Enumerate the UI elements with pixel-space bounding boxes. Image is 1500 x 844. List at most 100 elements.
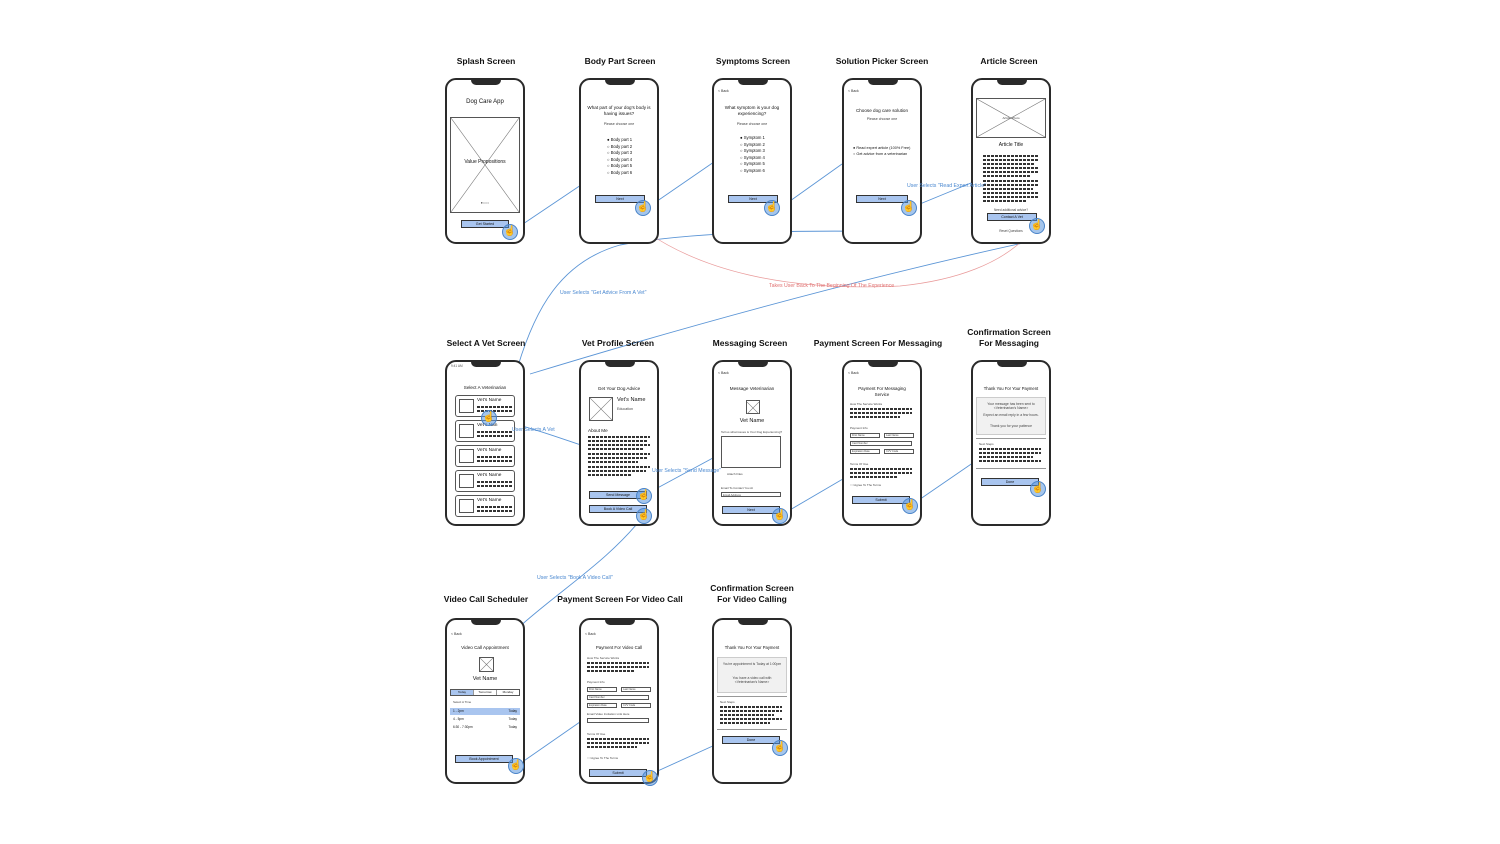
expiration-field[interactable]: Expiration Date bbox=[587, 703, 617, 708]
next-button[interactable]: Next bbox=[728, 195, 778, 203]
submit-button[interactable]: Submit bbox=[852, 496, 910, 504]
last-name-field[interactable]: Last Name bbox=[884, 433, 914, 438]
body-part-option[interactable]: ○ Body part 6 bbox=[607, 169, 633, 175]
field-placeholder: Card Number bbox=[589, 696, 605, 699]
status-time: 9:41 AM bbox=[451, 364, 463, 368]
phone-notch bbox=[738, 362, 768, 367]
terms-label: Terms Of Use bbox=[850, 462, 869, 466]
solution-option[interactable]: ○ Get advice from a veterinarian bbox=[853, 151, 908, 156]
card-number-field[interactable]: Card Number bbox=[587, 695, 649, 700]
card-number-field[interactable]: Card Number bbox=[850, 441, 912, 446]
payment-info-label: Payment Info bbox=[850, 426, 868, 430]
vet-card[interactable]: Vet's Name bbox=[455, 495, 515, 517]
video-vet-name: Vet Name bbox=[472, 676, 498, 682]
issue-textarea[interactable] bbox=[721, 436, 781, 468]
cvv-field[interactable]: CVV Code bbox=[884, 449, 914, 454]
attach-files-link[interactable]: Attach Files bbox=[727, 472, 743, 476]
body-part-options: ● Body part 1 ○ Body part 2 ○ Body part … bbox=[607, 137, 632, 176]
phone-video-scheduler: < Back Video Call Appointment Vet Name T… bbox=[445, 618, 525, 784]
connector-article-selectvet bbox=[529, 242, 1024, 375]
phone-select-vet: 9:41 AM Select A Veterinarian Vet's Name… bbox=[445, 360, 525, 526]
time-slot[interactable]: 4 - 5pm Today bbox=[450, 716, 520, 723]
value-props-label: Value Propositions bbox=[464, 159, 506, 165]
phone-solution: < Back Choose dog care solution Please c… bbox=[842, 78, 922, 244]
text-line bbox=[983, 167, 1039, 169]
option-label: Symptom 1 bbox=[743, 135, 765, 140]
symptom-option[interactable]: ● Symptom 1 bbox=[740, 135, 765, 140]
agree-checkbox[interactable]: ○ I Agree To The Terms bbox=[587, 756, 619, 760]
option-label: Get advice from a veterinarian bbox=[856, 151, 908, 156]
vet-card[interactable]: Vet's Name bbox=[455, 445, 515, 467]
time-slot[interactable]: 6:30 - 7:30pm Today bbox=[450, 724, 520, 731]
book-appointment-button[interactable]: Book Appointment bbox=[455, 755, 513, 763]
text-line bbox=[588, 448, 644, 450]
symptom-option[interactable]: ○ Symptom 3 bbox=[740, 148, 765, 153]
confirm-msg-2: You have a video call with <Veterinarian… bbox=[732, 676, 772, 685]
next-button[interactable]: Next bbox=[856, 195, 908, 203]
symptom-option[interactable]: ○ Symptom 4 bbox=[740, 154, 765, 160]
symptom-option[interactable]: ○ Symptom 6 bbox=[740, 167, 765, 173]
back-link[interactable]: < Back bbox=[718, 371, 729, 375]
symptom-option[interactable]: ○ Symptom 2 bbox=[740, 141, 765, 147]
title-body-part: Body Part Screen bbox=[584, 56, 656, 66]
how-it-works: How The Service Works bbox=[587, 656, 620, 660]
email-field[interactable] bbox=[587, 718, 649, 723]
body-part-option[interactable]: ○ Body part 2 bbox=[607, 143, 633, 149]
phone-splash: Dog Care App Value Propositions ●○○○ Get… bbox=[445, 78, 525, 244]
tap-hand-icon: ☝ bbox=[481, 410, 497, 426]
placeholder-cross-icon bbox=[976, 98, 1046, 138]
text-line bbox=[588, 453, 650, 455]
field-placeholder: CVV Code bbox=[886, 450, 899, 453]
body-part-option[interactable]: ○ Body part 5 bbox=[607, 163, 633, 168]
next-button[interactable]: Next bbox=[722, 506, 780, 514]
email-field[interactable]: Email Address bbox=[721, 492, 781, 497]
done-button[interactable]: Done bbox=[722, 736, 780, 744]
expiration-field[interactable]: Expiration Date bbox=[850, 449, 880, 454]
first-name-field[interactable]: First Name bbox=[587, 687, 617, 692]
vet-photo bbox=[459, 399, 474, 413]
submit-button[interactable]: Submit bbox=[589, 769, 647, 777]
body-part-option[interactable]: ● Body part 1 bbox=[607, 137, 633, 142]
contact-vet-button[interactable]: Contact A Vet bbox=[987, 213, 1037, 221]
text-line bbox=[477, 431, 513, 433]
tab-tomorrow[interactable]: Tomorrow bbox=[473, 690, 496, 695]
text-line bbox=[850, 468, 912, 470]
phone-notch bbox=[738, 80, 768, 85]
divider bbox=[976, 438, 1046, 439]
body-part-question: What part of your dog's body is having i… bbox=[587, 105, 651, 116]
vet-education: Education bbox=[617, 407, 633, 411]
field-placeholder: Card Number bbox=[852, 442, 868, 445]
payment-info-label: Payment Info bbox=[587, 680, 605, 684]
annotation-beginning: Takes User Back To The Beginning Of The … bbox=[769, 283, 895, 289]
symptoms-question: What symptom is your dog experiencing? bbox=[724, 105, 780, 116]
back-link[interactable]: < Back bbox=[585, 632, 596, 636]
pager-dots: ●○○○ bbox=[480, 201, 490, 205]
get-started-button[interactable]: Get Started bbox=[461, 220, 509, 228]
tab-today[interactable]: Today bbox=[451, 690, 473, 695]
tab-monday[interactable]: Monday bbox=[496, 690, 519, 695]
phone-notch bbox=[605, 620, 635, 625]
option-label: Body part 6 bbox=[610, 169, 633, 175]
tap-hand-icon: ☝ bbox=[636, 488, 652, 504]
time-slot[interactable]: 1 - 2pm Today bbox=[450, 708, 520, 715]
body-part-option[interactable]: ○ Body part 3 bbox=[607, 150, 633, 155]
first-name-field[interactable]: First Name bbox=[850, 433, 880, 438]
agree-checkbox[interactable]: ○ I Agree To The Terms bbox=[850, 483, 882, 487]
last-name-field[interactable]: Last Name bbox=[621, 687, 651, 692]
option-label: Body part 4 bbox=[610, 156, 633, 162]
vet-card[interactable]: Vet's Name bbox=[455, 470, 515, 492]
text-line bbox=[850, 408, 912, 410]
cvv-field[interactable]: CVV Code bbox=[621, 703, 651, 708]
reset-questions-link[interactable]: Reset Questions bbox=[999, 229, 1023, 233]
solution-option[interactable]: ● Read expert article (100% Free) bbox=[853, 146, 911, 150]
tap-hand-icon: ☝ bbox=[764, 200, 780, 216]
back-link[interactable]: < Back bbox=[718, 89, 729, 93]
vet-profile-heading: Get Your Dog Advice bbox=[597, 386, 641, 391]
back-link[interactable]: < Back bbox=[451, 632, 462, 636]
next-button[interactable]: Next bbox=[595, 195, 645, 203]
back-link[interactable]: < Back bbox=[848, 371, 859, 375]
symptom-option[interactable]: ○ Symptom 5 bbox=[740, 161, 765, 166]
back-link[interactable]: < Back bbox=[848, 89, 859, 93]
confirm-heading: Thank You For Your Payment bbox=[983, 386, 1039, 391]
body-part-option[interactable]: ○ Body part 4 bbox=[607, 156, 633, 162]
